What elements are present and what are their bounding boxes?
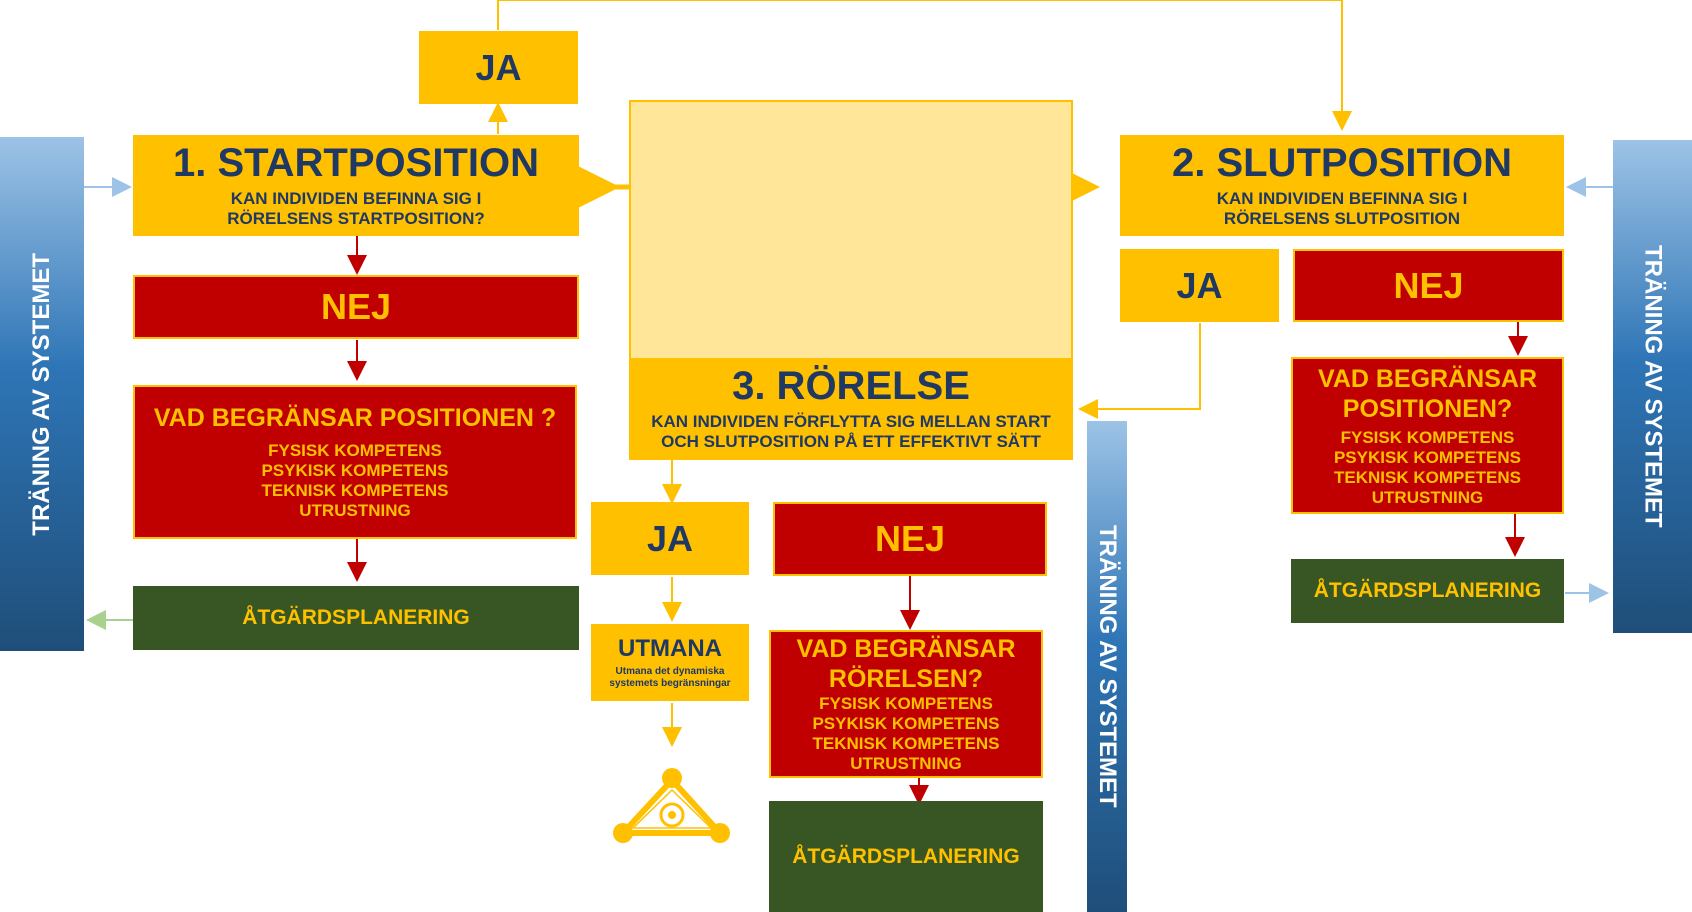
end-nej-label: NEJ <box>1393 264 1464 306</box>
start-action-label: ÅTGÄRDSPLANERING <box>242 606 470 629</box>
end-action-box: ÅTGÄRDSPLANERING <box>1291 559 1564 623</box>
end-limits-title-line1: VAD BEGRÄNSAR <box>1318 364 1537 393</box>
loop-line <box>497 0 1352 131</box>
training-bar-middle-label: TRÄNING AV SYSTEMET <box>1094 525 1121 808</box>
start-limit-item: PSYKISK KOMPETENS <box>261 461 449 480</box>
movement-limit-item: TEKNISK KOMPETENS <box>812 734 1000 753</box>
movement-question-line1: KAN INDIVIDEN FÖRFLYTTA SIG MELLAN START <box>651 412 1051 431</box>
end-limit-item: PSYKISK KOMPETENS <box>1333 447 1522 467</box>
end-limits-title-line2: POSITIONEN? <box>1342 394 1513 423</box>
utmana-box: UTMANA Utmana det dynamiska systemets be… <box>591 624 749 701</box>
utmana-line2: systemets begränsningar <box>609 678 731 689</box>
end-limits-box: VAD BEGRÄNSAR POSITIONEN? FYSISK KOMPETE… <box>1291 357 1564 514</box>
movement-action-box: ÅTGÄRDSPLANERING <box>769 801 1043 912</box>
start-limit-item: TEKNISK KOMPETENS <box>261 481 449 500</box>
movement-title: 3. RÖRELSE <box>732 364 970 408</box>
end-limit-item: UTRUSTNING <box>1371 487 1484 507</box>
start-limits-title: VAD BEGRÄNSAR POSITIONEN ? <box>153 404 557 432</box>
training-bar-middle: TRÄNING AV SYSTEMET <box>1087 421 1127 912</box>
training-bar-left-label: TRÄNING AV SYSTEMET <box>28 252 55 536</box>
slutposition-box: 2. SLUTPOSITION KAN INDIVIDEN BEFINNA SI… <box>1120 135 1564 236</box>
end-ja-box: JA <box>1120 249 1279 322</box>
utmana-title: UTMANA <box>618 635 722 662</box>
slutposition-title: 2. SLUTPOSITION <box>1171 140 1513 185</box>
start-ja-label: JA <box>475 46 522 88</box>
end-action-label: ÅTGÄRDSPLANERING <box>1313 579 1542 602</box>
movement-box: 3. RÖRELSE KAN INDIVIDEN FÖRFLYTTA SIG M… <box>629 358 1073 460</box>
training-bar-right: TRÄNING AV SYSTEMET <box>1613 140 1692 633</box>
movement-limits-title-line1: VAD BEGRÄNSAR <box>796 635 1016 663</box>
training-bar-right-label: TRÄNING AV SYSTEMET <box>1639 245 1667 528</box>
movement-limits-title-line2: RÖRELSEN? <box>828 665 984 693</box>
end-limit-item: FYSISK KOMPETENS <box>1340 427 1515 447</box>
slutposition-question-line1: KAN INDIVIDEN BEFINNA SIG I <box>1216 188 1468 208</box>
movement-nej-label: NEJ <box>874 518 946 559</box>
start-nej-label: NEJ <box>320 286 392 327</box>
slutposition-question-line2: RÖRELSENS SLUTPOSITION <box>1223 208 1461 228</box>
movement-ja-box: JA <box>591 502 749 575</box>
movement-question-line2: OCH SLUTPOSITION PÅ ETT EFFEKTIVT SÄTT <box>661 432 1041 451</box>
startposition-box: 1. STARTPOSITION KAN INDIVIDEN BEFINNA S… <box>133 135 579 236</box>
startposition-question-line1: KAN INDIVIDEN BEFINNA SIG I <box>230 188 482 208</box>
training-bar-left: TRÄNING AV SYSTEMET <box>0 137 84 651</box>
start-action-box: ÅTGÄRDSPLANERING <box>133 586 579 650</box>
movement-limits-box: VAD BEGRÄNSAR RÖRELSEN? FYSISK KOMPETENS… <box>769 630 1043 778</box>
movement-action-label: ÅTGÄRDSPLANERING <box>792 844 1020 868</box>
dynamic-system-triangle-icon <box>613 768 730 843</box>
movement-ja-label: JA <box>646 517 694 559</box>
start-ja-box: JA <box>419 31 578 104</box>
startposition-title: 1. STARTPOSITION <box>173 140 539 185</box>
end-ja-to-movement-line <box>1078 323 1201 419</box>
utmana-line1: Utmana det dynamiska <box>615 666 725 677</box>
start-limits-box: VAD BEGRÄNSAR POSITIONEN ? FYSISK KOMPET… <box>133 385 577 539</box>
movement-limit-item: PSYKISK KOMPETENS <box>812 714 1000 733</box>
movement-pale-area <box>629 100 1073 360</box>
start-limit-item: FYSISK KOMPETENS <box>268 441 442 460</box>
end-ja-label: JA <box>1176 264 1223 306</box>
movement-limit-item: FYSISK KOMPETENS <box>819 694 993 713</box>
end-nej-box: NEJ <box>1293 249 1564 322</box>
startposition-question-line2: RÖRELSENS STARTPOSITION? <box>227 208 485 228</box>
start-nej-box: NEJ <box>133 275 579 339</box>
end-limit-item: TEKNISK KOMPETENS <box>1333 467 1522 487</box>
movement-nej-box: NEJ <box>773 502 1047 576</box>
movement-limit-item: UTRUSTNING <box>850 754 962 773</box>
start-limit-item: UTRUSTNING <box>299 501 411 520</box>
